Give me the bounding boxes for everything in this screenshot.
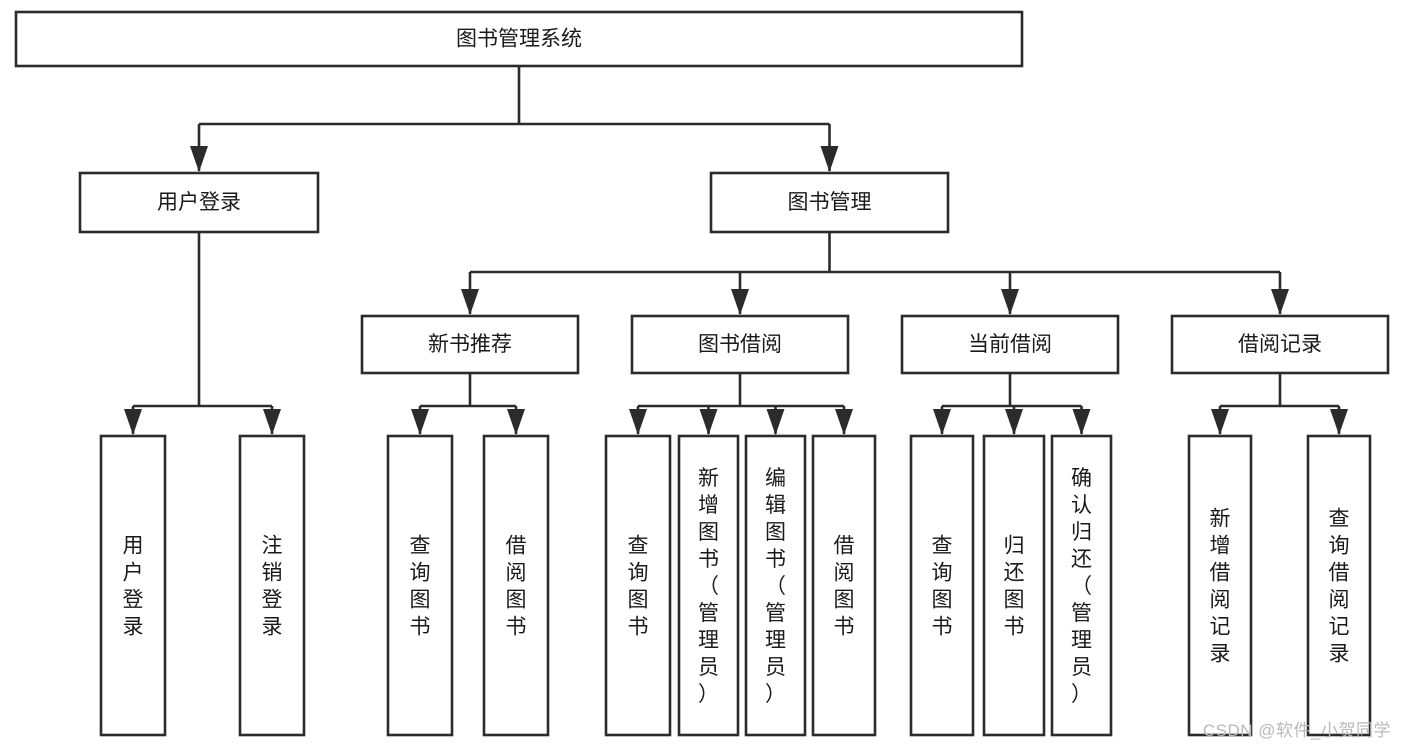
arrow-head-icon	[933, 409, 951, 435]
node-label: 新增借阅记录	[1210, 508, 1231, 666]
arrow-head-icon	[1072, 409, 1091, 435]
node-box	[386, 434, 454, 737]
node-leaf-新增借阅记录[interactable]: 新增借阅记录	[1187, 434, 1253, 737]
arrow-head-icon	[820, 146, 839, 172]
edge-group-借阅记录	[1211, 373, 1348, 435]
node-label: 图书管理系统	[456, 28, 582, 51]
node-leaf-借阅图书[interactable]: 借阅图书	[811, 434, 877, 737]
node-leaf-用户登录[interactable]: 用户登录	[99, 434, 167, 737]
edge-group-图书管理系统	[190, 66, 839, 172]
node-label: 新书推荐	[428, 333, 512, 356]
node-label: 当前借阅	[968, 333, 1052, 356]
node-l3-当前借阅[interactable]: 当前借阅	[900, 314, 1120, 375]
node-label: 图书管理	[788, 191, 872, 214]
node-box	[1170, 314, 1390, 375]
node-label: 借阅图书	[506, 535, 527, 639]
edge-group-图书管理	[461, 232, 1289, 315]
node-l3-图书借阅[interactable]: 图书借阅	[630, 314, 850, 375]
node-box	[982, 434, 1046, 737]
node-box	[1050, 434, 1113, 737]
node-label: 查询图书	[410, 535, 431, 639]
node-label: 归还图书	[1004, 535, 1025, 639]
node-label: 查询图书	[628, 535, 649, 639]
node-box	[900, 314, 1120, 375]
arrow-head-icon	[699, 409, 718, 435]
arrow-head-icon	[1211, 409, 1229, 435]
node-label: 查询图书	[932, 535, 953, 639]
node-leaf-查询图书[interactable]: 查询图书	[386, 434, 454, 737]
node-label: 确认归还（管理员）	[1071, 467, 1092, 706]
node-box	[14, 10, 1024, 68]
edge-group-当前借阅	[933, 373, 1091, 435]
arrow-head-icon	[461, 289, 479, 315]
arrow-head-icon	[263, 409, 281, 435]
node-box	[360, 314, 580, 375]
node-leaf-查询图书[interactable]: 查询图书	[909, 434, 975, 737]
arrow-head-icon	[731, 289, 749, 315]
edge-group-新书推荐	[411, 373, 525, 435]
node-box	[99, 434, 167, 737]
arrow-head-icon	[835, 409, 853, 435]
node-leaf-确认归还管理员[interactable]: 确认归还（管理员）	[1050, 434, 1113, 737]
nodes-layer: 图书管理系统用户登录图书管理新书推荐图书借阅当前借阅借阅记录用户登录注销登录查询…	[14, 10, 1390, 737]
node-box	[1306, 434, 1372, 737]
node-label: 查询借阅记录	[1329, 508, 1350, 666]
watermark-text: CSDN @软件_小贺同学	[1202, 721, 1391, 740]
node-box	[811, 434, 877, 737]
node-box	[482, 434, 550, 737]
arrow-head-icon	[1330, 409, 1348, 435]
node-box	[677, 434, 740, 737]
arrow-head-icon	[766, 409, 785, 435]
node-box	[78, 171, 320, 234]
node-box	[744, 434, 807, 737]
arrow-head-icon	[507, 409, 525, 435]
node-box	[1187, 434, 1253, 737]
node-l3-借阅记录[interactable]: 借阅记录	[1170, 314, 1390, 375]
node-box	[630, 314, 850, 375]
node-l2-用户登录[interactable]: 用户登录	[78, 171, 320, 234]
node-leaf-注销登录[interactable]: 注销登录	[238, 434, 306, 737]
node-leaf-新增图书管理员[interactable]: 新增图书（管理员）	[677, 434, 740, 737]
arrow-head-icon	[1271, 289, 1289, 315]
node-leaf-编辑图书管理员[interactable]: 编辑图书（管理员）	[744, 434, 807, 737]
edge-group-用户登录	[124, 232, 281, 435]
node-leaf-借阅图书[interactable]: 借阅图书	[482, 434, 550, 737]
node-box	[604, 434, 672, 737]
node-leaf-查询借阅记录[interactable]: 查询借阅记录	[1306, 434, 1372, 737]
arrow-head-icon	[411, 409, 429, 435]
arrow-head-icon	[124, 409, 142, 435]
node-root-图书管理系统[interactable]: 图书管理系统	[14, 10, 1024, 68]
node-l2-图书管理[interactable]: 图书管理	[709, 171, 950, 234]
connectors-layer	[124, 66, 1348, 435]
arrow-head-icon	[190, 146, 208, 172]
node-leaf-归还图书[interactable]: 归还图书	[982, 434, 1046, 737]
node-label: 编辑图书（管理员）	[765, 467, 786, 706]
node-label: 借阅记录	[1238, 333, 1322, 356]
node-box	[909, 434, 975, 737]
arrow-head-icon	[629, 409, 647, 435]
edge-group-图书借阅	[629, 373, 853, 435]
node-label: 借阅图书	[834, 535, 855, 639]
node-label: 用户登录	[157, 191, 241, 214]
arrow-head-icon	[1005, 409, 1023, 435]
arrow-head-icon	[1001, 289, 1019, 315]
node-box	[709, 171, 950, 234]
node-label: 图书借阅	[698, 333, 782, 356]
node-label: 用户登录	[123, 535, 144, 639]
node-box	[238, 434, 306, 737]
node-leaf-查询图书[interactable]: 查询图书	[604, 434, 672, 737]
node-label: 注销登录	[262, 535, 283, 639]
node-label: 新增图书（管理员）	[698, 467, 719, 706]
node-l3-新书推荐[interactable]: 新书推荐	[360, 314, 580, 375]
